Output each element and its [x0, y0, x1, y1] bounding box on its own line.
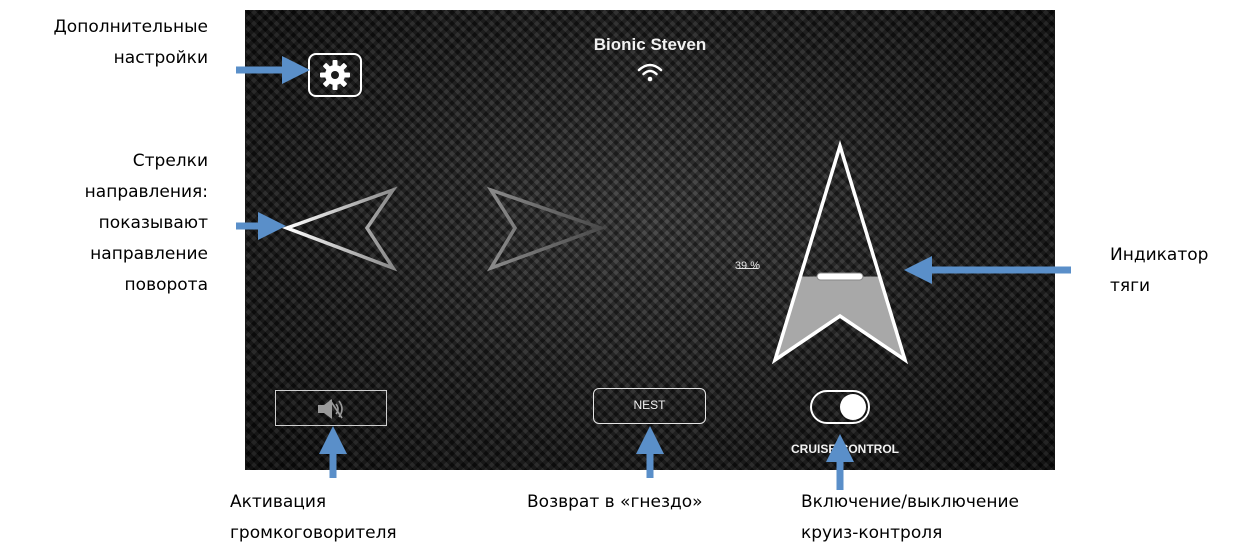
- toggle-knob: [840, 394, 866, 420]
- nest-button[interactable]: NEST: [593, 388, 706, 424]
- speaker-button[interactable]: [275, 390, 387, 426]
- gear-icon: [320, 60, 350, 90]
- annotation-cruise: Включение/выключение круиз-контроля: [801, 492, 1019, 543]
- annotation-thrust: Индикатор тяги: [1110, 245, 1209, 296]
- annotation-direction: Стрелки направления: показывают направле…: [84, 151, 208, 295]
- cruise-control-toggle[interactable]: [810, 390, 870, 424]
- left-direction-arrow: [281, 186, 398, 272]
- app-screen: Bionic Steven: [245, 10, 1055, 470]
- cruise-control-label: CRUISE CONTROL: [791, 442, 899, 456]
- wifi-icon: [637, 63, 663, 82]
- thrust-percent-label: 39 %: [734, 260, 760, 272]
- device-name: Bionic Steven: [593, 35, 707, 54]
- annotation-settings: Дополнительные настройки: [53, 17, 208, 68]
- thrust-handle[interactable]: [816, 272, 864, 281]
- thrust-tick: [738, 268, 758, 269]
- right-direction-arrow: [486, 186, 607, 272]
- settings-button[interactable]: [308, 53, 362, 97]
- annotation-speaker: Активация громкоговорителя: [230, 492, 397, 543]
- speaker-muted-icon: [318, 399, 343, 419]
- thrust-indicator: [771, 139, 909, 365]
- annotation-nest: Возврат в «гнездо»: [527, 492, 703, 512]
